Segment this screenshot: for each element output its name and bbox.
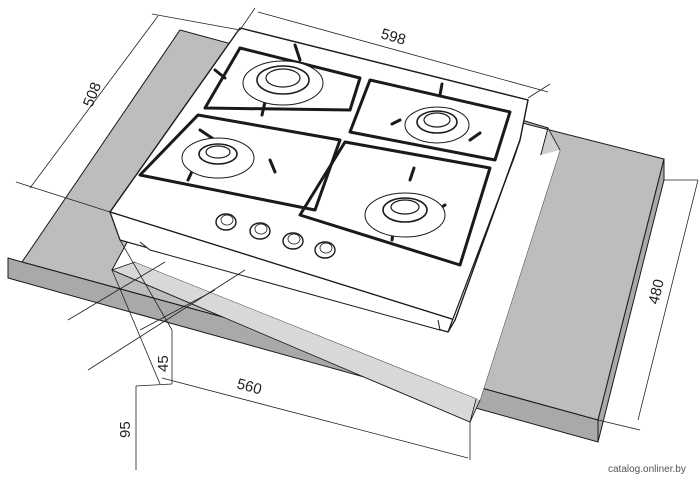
- hob: [108, 27, 529, 333]
- knob-3: [282, 232, 304, 250]
- burner-front-right: [364, 192, 446, 238]
- control-knobs: [215, 213, 336, 259]
- knob-4: [314, 241, 336, 259]
- burner-front-left: [181, 137, 255, 179]
- burners: [181, 60, 470, 238]
- dimension-cutout-560: 560: [235, 375, 264, 398]
- dimension-depth-45: 45: [155, 355, 172, 372]
- hob-right-body: [447, 139, 521, 333]
- dimension-lines: [15, 7, 699, 470]
- knob-2: [249, 222, 271, 240]
- grate-front-left: [138, 113, 342, 212]
- grate-back-right: [348, 78, 512, 162]
- burner-back-left: [242, 60, 324, 106]
- knob-1: [215, 213, 237, 231]
- grate-front-right: [298, 140, 492, 267]
- dimension-width-598: 598: [379, 26, 408, 49]
- hob-underside: [139, 241, 441, 331]
- dimension-cutout-480: 480: [645, 278, 668, 306]
- watermark: catalog.onliner.by: [608, 464, 686, 475]
- burner-back-right: [404, 106, 470, 144]
- dimension-depth-95: 95: [117, 421, 134, 438]
- dimension-depth-508: 508: [80, 80, 105, 110]
- pan-supports: [138, 43, 512, 267]
- grate-back-left: [203, 46, 362, 112]
